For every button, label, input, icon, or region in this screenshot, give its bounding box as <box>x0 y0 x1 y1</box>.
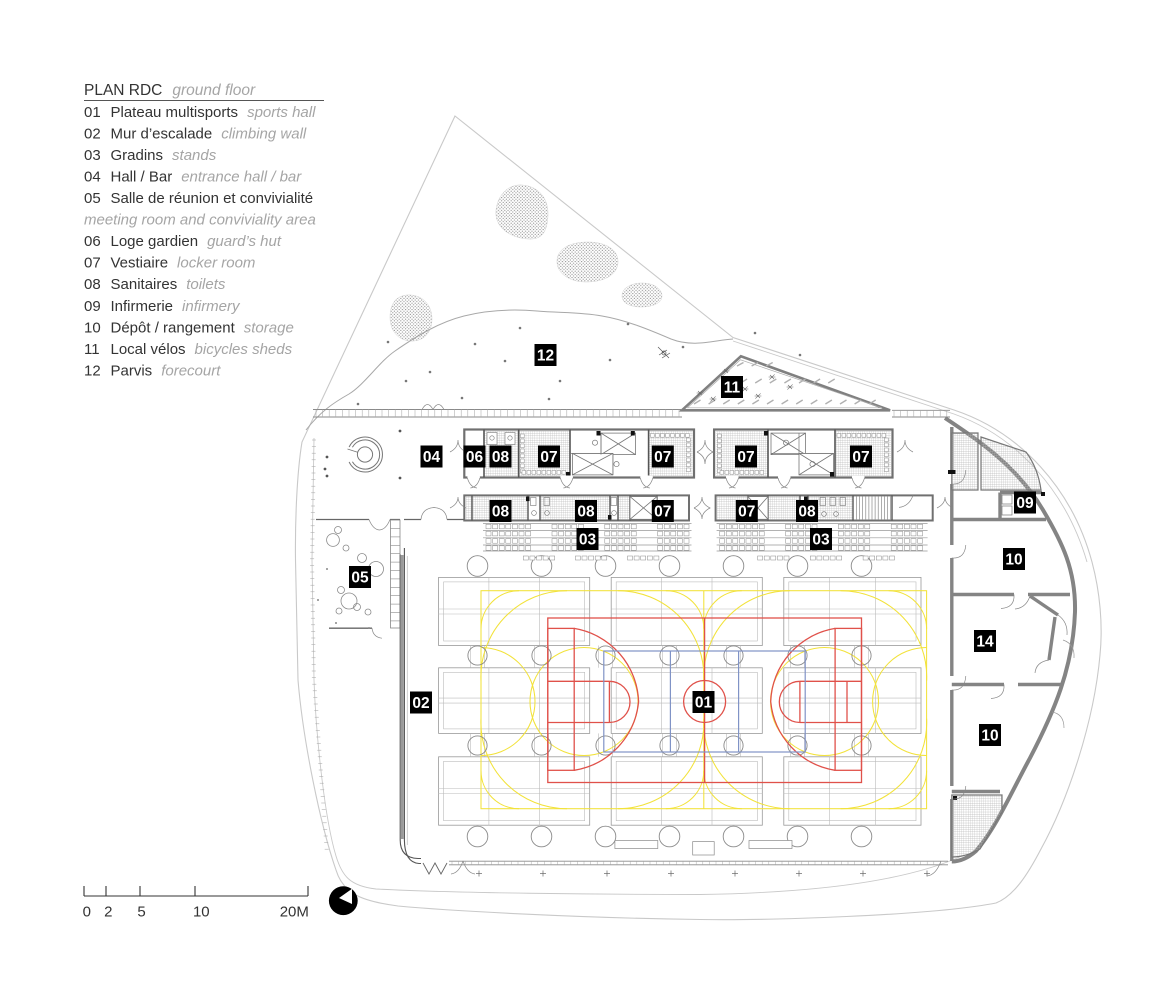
svg-text:20M: 20M <box>280 904 309 921</box>
svg-text:10: 10 <box>1005 551 1022 568</box>
svg-text:07: 07 <box>654 449 671 466</box>
svg-text:05: 05 <box>351 569 369 586</box>
svg-text:01: 01 <box>695 694 713 711</box>
svg-text:0: 0 <box>83 904 91 921</box>
svg-text:07: 07 <box>540 449 557 466</box>
svg-text:07: 07 <box>737 449 754 466</box>
svg-text:08: 08 <box>798 503 816 520</box>
svg-text:11: 11 <box>724 379 741 396</box>
svg-text:10: 10 <box>193 904 210 921</box>
svg-text:2: 2 <box>104 904 112 921</box>
svg-text:03: 03 <box>579 531 597 548</box>
svg-text:07: 07 <box>654 503 671 520</box>
svg-text:5: 5 <box>137 904 145 921</box>
svg-text:09: 09 <box>1016 495 1034 512</box>
svg-text:07: 07 <box>738 503 755 520</box>
svg-text:04: 04 <box>423 449 441 466</box>
svg-text:10: 10 <box>981 727 998 744</box>
svg-text:08: 08 <box>492 503 510 520</box>
svg-text:meeting room and conviviality: meeting room and conviviality area <box>84 212 316 229</box>
svg-text:07: 07 <box>852 449 869 466</box>
svg-text:03: 03 <box>812 531 830 548</box>
svg-text:08: 08 <box>492 449 510 466</box>
svg-text:06: 06 <box>466 449 484 466</box>
svg-text:14: 14 <box>976 633 994 650</box>
svg-text:02: 02 <box>412 695 429 712</box>
svg-text:08: 08 <box>577 503 595 520</box>
svg-text:12: 12 <box>537 347 554 364</box>
